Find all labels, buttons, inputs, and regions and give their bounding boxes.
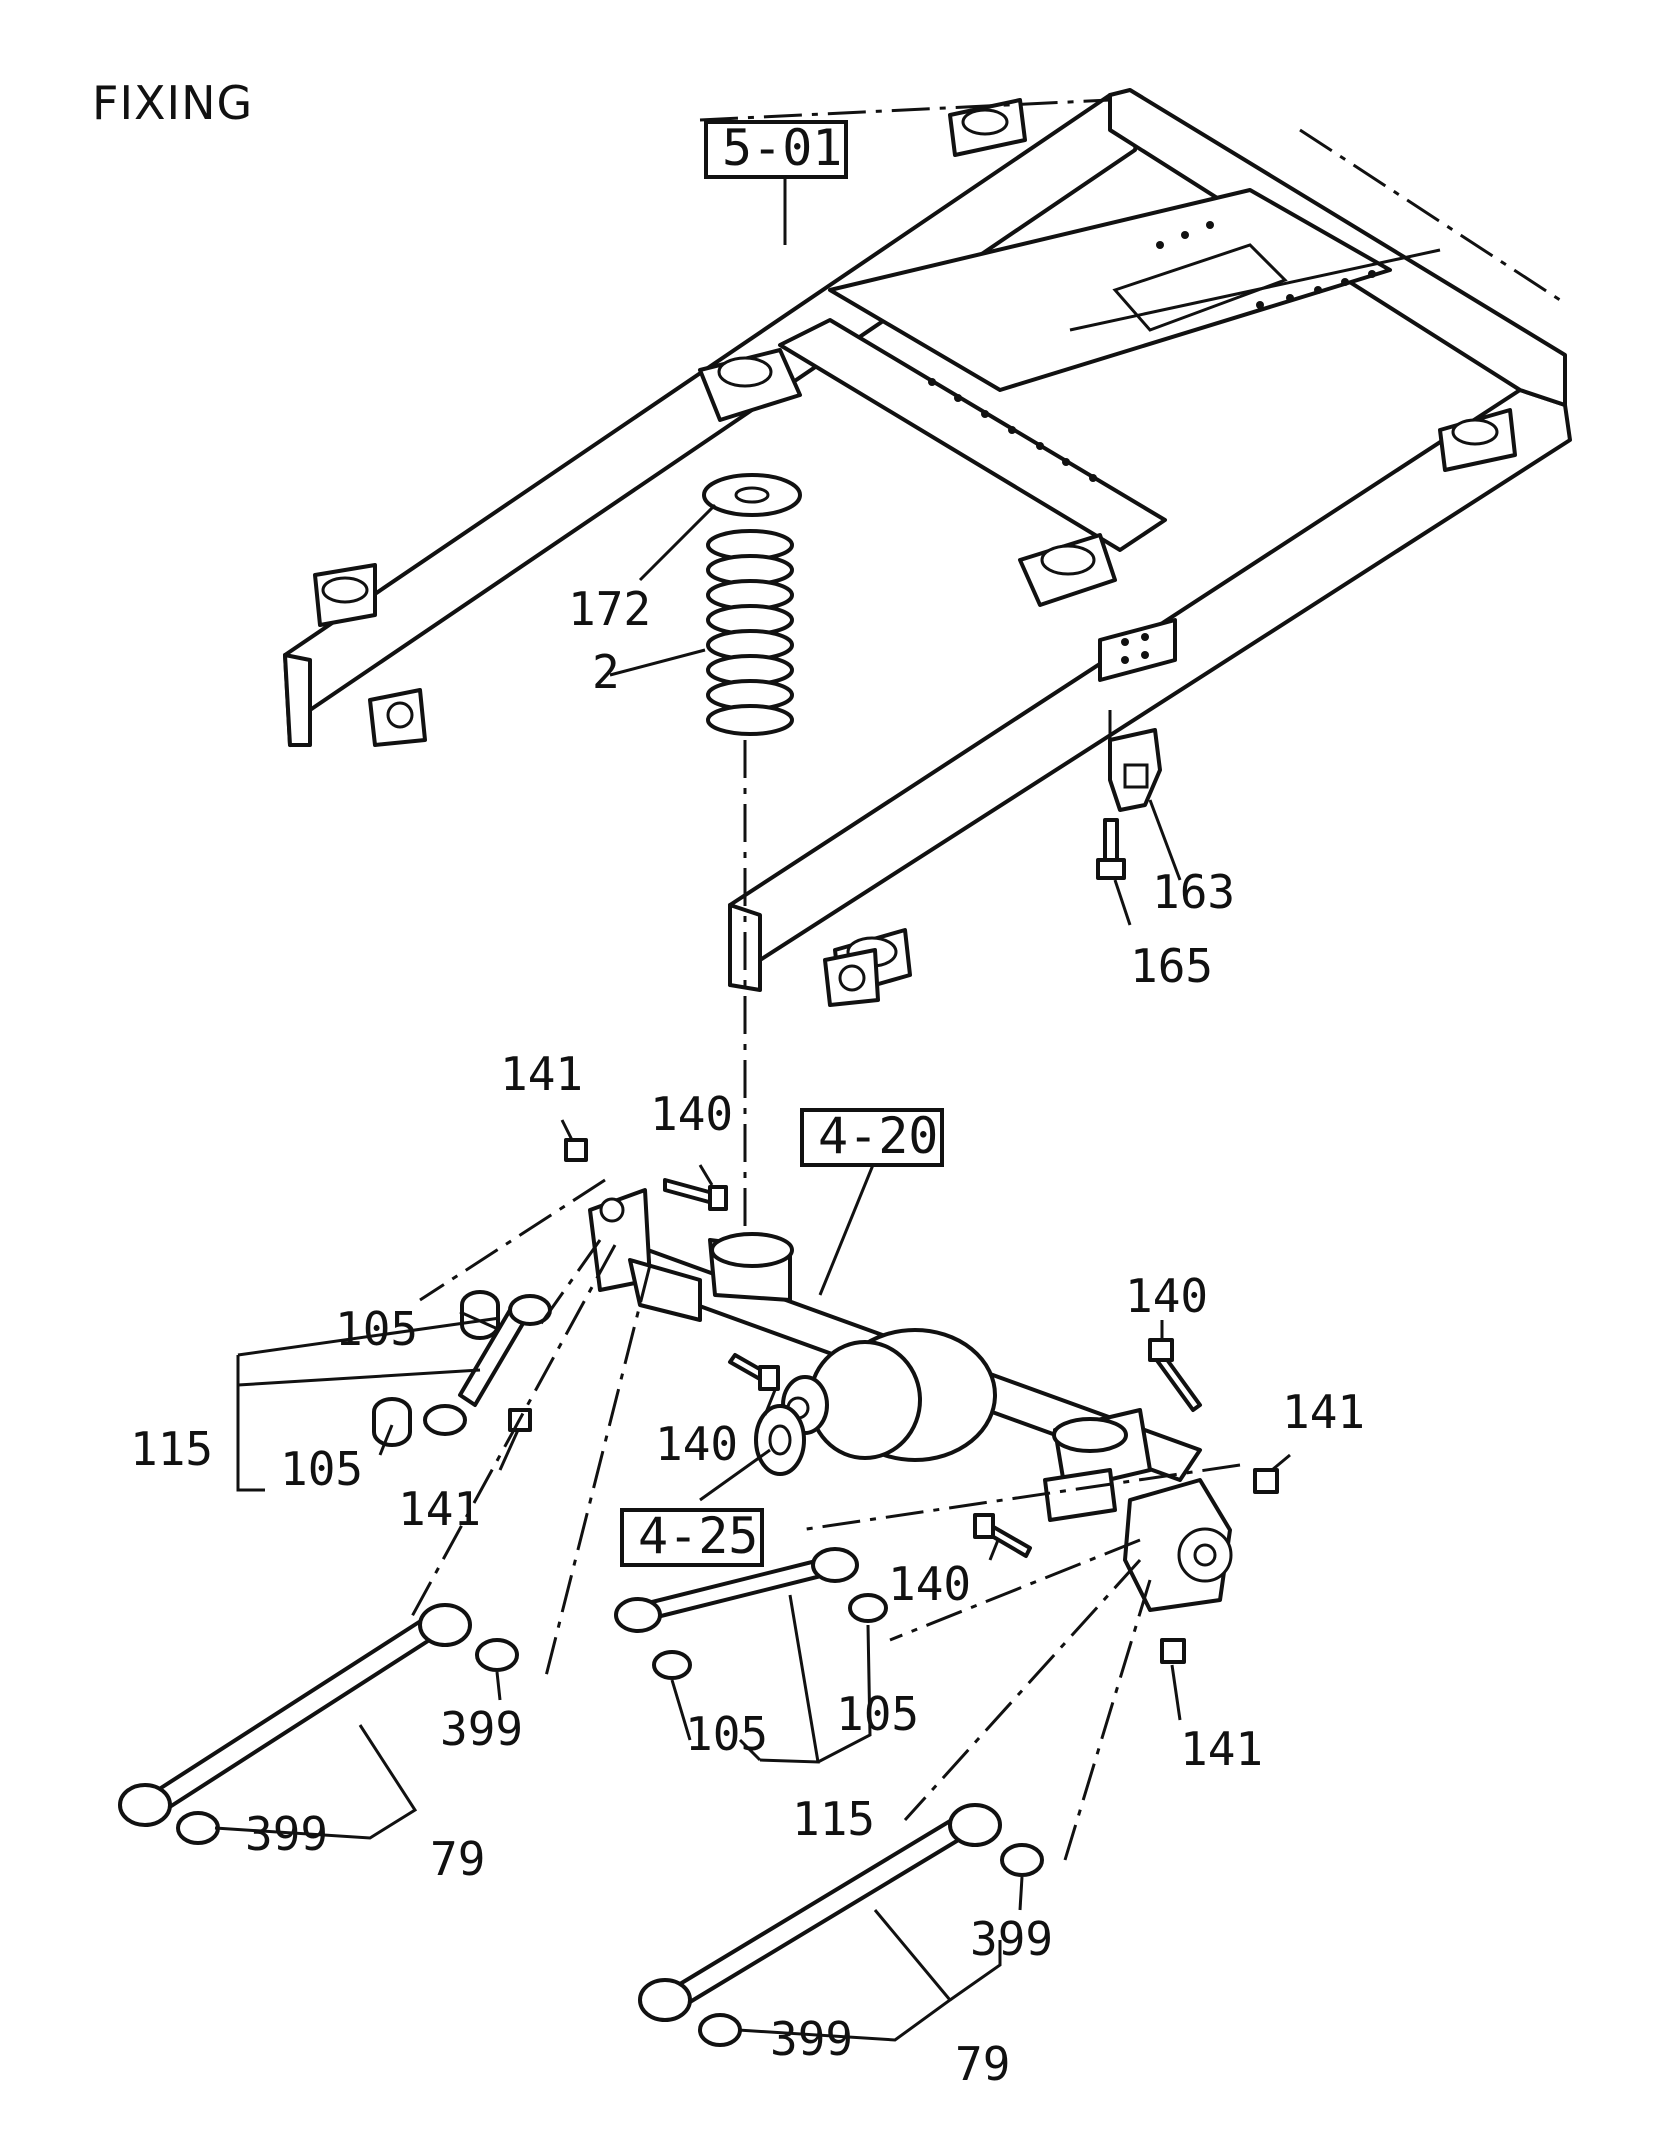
callout-141-top: 141 <box>500 1047 583 1101</box>
callout-105-mid-left: 105 <box>685 1707 768 1761</box>
ref-box-frame <box>704 120 848 179</box>
callout-172: 172 <box>568 582 651 636</box>
bushing-399-right-lower <box>698 2013 742 2047</box>
callout-141-lower-right: 141 <box>1180 1722 1263 1776</box>
bolt-140-top <box>663 1178 728 1211</box>
upper-link-left <box>423 1294 552 1436</box>
callout-399-left-lower: 399 <box>245 1807 328 1861</box>
callout-141-left: 141 <box>398 1482 481 1536</box>
callout-2: 2 <box>592 645 620 699</box>
page-title: FIXING <box>92 76 254 130</box>
bolt-140-right <box>1148 1338 1202 1412</box>
frame-rivets <box>928 221 1376 482</box>
callout-140-top: 140 <box>650 1087 733 1141</box>
callout-115-left: 115 <box>130 1422 213 1476</box>
assembly-lines <box>408 710 1241 1861</box>
callout-163: 163 <box>1152 865 1235 919</box>
callout-399-right-lower: 399 <box>770 2012 853 2066</box>
ref-box-frame-label: 5-01 <box>722 119 842 177</box>
callout-79-left: 79 <box>430 1832 485 1886</box>
lower-arm-right <box>638 1803 1002 2022</box>
callout-79-right: 79 <box>955 2037 1010 2091</box>
lower-arm-left <box>118 1603 472 1827</box>
leader-lines <box>214 165 1291 2042</box>
callout-105-left-bottom: 105 <box>280 1442 363 1496</box>
callout-105-mid-right: 105 <box>836 1687 919 1741</box>
bolt-140-mid <box>728 1353 780 1391</box>
nut-141-top <box>564 1138 588 1162</box>
callout-141-right: 141 <box>1282 1385 1365 1439</box>
bushing-105-mid-left <box>652 1650 692 1680</box>
bolt-165 <box>1096 818 1126 880</box>
nut-141-right <box>1253 1468 1279 1494</box>
ref-box-brake <box>620 1508 764 1567</box>
callout-165: 165 <box>1130 939 1213 993</box>
callout-115-mid: 115 <box>792 1792 875 1846</box>
bolt-140-lower <box>973 1513 1032 1558</box>
ref-box-axle <box>800 1108 944 1167</box>
callout-140-lower: 140 <box>888 1557 971 1611</box>
bushing-105-left-bottom <box>372 1397 412 1447</box>
upper-link-right <box>614 1547 859 1633</box>
callout-140-right: 140 <box>1125 1269 1208 1323</box>
callout-140-mid: 140 <box>655 1417 738 1471</box>
chassis-frame <box>283 88 1572 1007</box>
bushing-105-mid-right <box>848 1593 888 1623</box>
ref-box-axle-label: 4-20 <box>818 1107 938 1165</box>
coil-spring <box>706 529 794 736</box>
bushing-399-right-upper <box>1000 1843 1044 1877</box>
bushing-399-left-lower <box>176 1811 220 1845</box>
callouts: 172 2 163 165 141 140 140 141 105 115 10… <box>130 582 1365 2091</box>
spring-seat-insulator <box>702 473 802 517</box>
bushing-399-left-upper <box>475 1638 519 1672</box>
nut-141-lower <box>1160 1638 1186 1664</box>
ref-box-brake-label: 4-25 <box>638 1507 758 1565</box>
bracket-163 <box>1108 728 1162 812</box>
callout-399-left-upper: 399 <box>440 1702 523 1756</box>
rear-axle <box>588 1188 1233 1612</box>
callout-105-left-top: 105 <box>335 1302 418 1356</box>
callout-399-right-upper: 399 <box>970 1912 1053 1966</box>
bushing-105-left-top <box>460 1290 500 1340</box>
